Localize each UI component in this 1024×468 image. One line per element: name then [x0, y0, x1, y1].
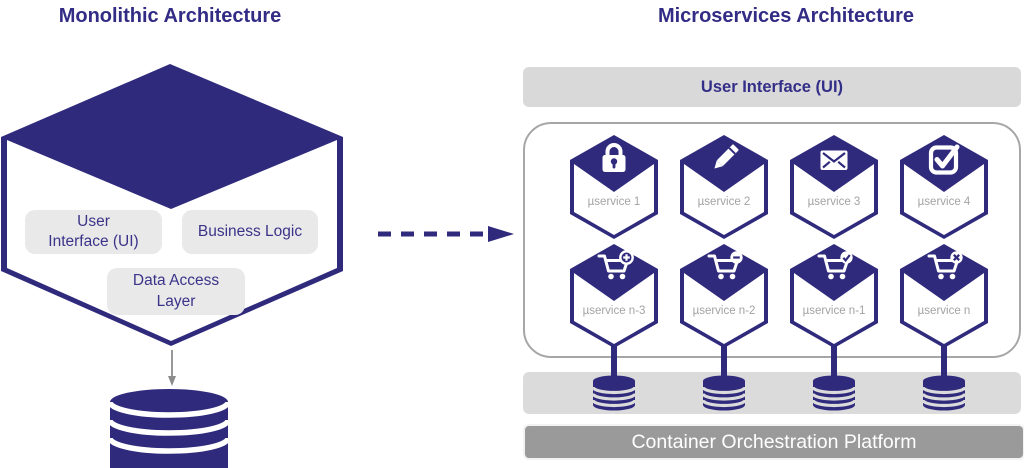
component-label-line: Layer: [156, 292, 196, 310]
cart-add-icon: [597, 250, 634, 280]
service-db-connector: [611, 340, 617, 380]
microservice-database-icon: [701, 375, 747, 411]
microservice-hexagon-n2: µservice n-2: [672, 243, 776, 349]
component-label-line: Business Logic: [197, 222, 303, 240]
hexagon-shape: [680, 244, 768, 348]
microservice-label: µservice n-3: [582, 305, 646, 317]
monolith-hexagon-body: [7, 140, 337, 341]
microservice-label: µservice n-2: [692, 305, 756, 317]
hexagon-shape: [900, 244, 988, 348]
transition-dashed-arrow-icon: [378, 226, 514, 242]
container-orchestration-bar: Container Orchestration Platform: [523, 424, 1024, 460]
user-interface-bar: User Interface (UI): [523, 67, 1021, 107]
microservice-label: µservice 3: [807, 196, 861, 208]
cart-remove-icon: [707, 251, 743, 280]
services-container: [523, 122, 1021, 358]
hexagon-shape: [900, 135, 988, 239]
microservice-database-icon: [811, 375, 857, 411]
service-db-connector: [721, 340, 727, 380]
microservice-database-icon: [921, 375, 967, 411]
monolith-title: Monolithic Architecture: [58, 5, 282, 27]
lock-icon: [602, 143, 626, 172]
container-orchestration-label: Container Orchestration Platform: [631, 430, 917, 453]
microservice-database-icon: [591, 375, 637, 411]
microservices-title: Microservices Architecture: [657, 5, 915, 27]
microservice-label: µservice 1: [587, 196, 641, 208]
microservice-label: µservice n: [917, 305, 971, 317]
component-business-logic: Business Logic: [182, 210, 318, 254]
monolith-hexagon: [1, 64, 343, 346]
cart-x-icon: [927, 251, 963, 280]
pencil-icon: [714, 144, 739, 169]
microservice-hexagon-n: µservice n: [892, 243, 996, 349]
hexagon-shape: [570, 135, 658, 239]
microservice-hexagon-n3: µservice n-3: [562, 243, 666, 349]
cart-check-icon: [817, 251, 853, 280]
microservice-label: µservice 4: [917, 196, 971, 208]
microservice-hexagon-n1: µservice n-1: [782, 243, 886, 349]
down-arrow-icon: [168, 350, 176, 386]
component-data-access-layer: Data Access Layer: [107, 268, 245, 315]
component-user-interface: User Interface (UI): [25, 210, 162, 254]
hexagon-shape: [680, 135, 768, 239]
microservice-label: µservice n-1: [802, 305, 866, 317]
microservice-label: µservice 2: [697, 196, 751, 208]
hexagon-shape: [790, 135, 878, 239]
microservice-hexagon-1: µservice 1: [562, 134, 666, 240]
component-label-line: User: [77, 212, 110, 230]
component-label-line: Interface (UI): [48, 233, 139, 250]
user-interface-bar-label: User Interface (UI): [700, 77, 844, 96]
hexagon-shape: [790, 244, 878, 348]
monolith-database-icon: [107, 389, 231, 468]
microservice-hexagon-4: µservice 4: [892, 134, 996, 240]
microservice-hexagon-3: µservice 3: [782, 134, 886, 240]
service-db-connector: [941, 340, 947, 380]
envelope-icon: [820, 150, 848, 170]
component-label-line: Data Access: [132, 272, 220, 290]
checkbox-check-icon: [928, 144, 960, 175]
service-db-connector: [831, 340, 837, 380]
hexagon-shape: [570, 244, 658, 348]
microservice-hexagon-2: µservice 2: [672, 134, 776, 240]
